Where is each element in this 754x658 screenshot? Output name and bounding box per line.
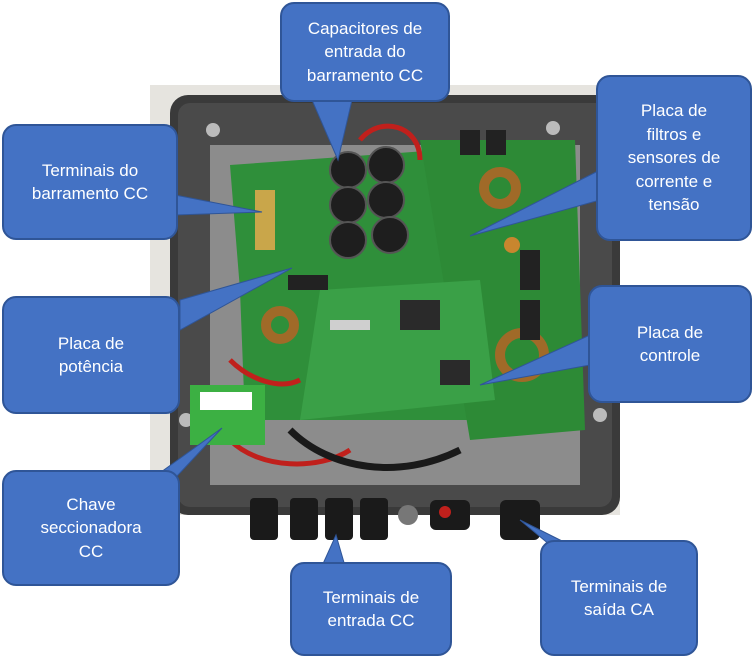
dc-bus-capacitors (329, 146, 409, 259)
callout-capacitores: Capacitores de entrada do barramento CC (280, 2, 450, 102)
screw-icon (179, 413, 193, 427)
callout-placa-filtros: Placa de filtros e sensores de corrente … (596, 75, 752, 241)
screw-icon (593, 408, 607, 422)
screw-icon (546, 121, 560, 135)
dc-input-connectors (250, 498, 388, 540)
callout-terminais-saida: Terminais de saída CA (540, 540, 698, 656)
screw-icon (206, 123, 220, 137)
callout-terminais-barramento: Terminais do barramento CC (2, 124, 178, 240)
control-board (300, 280, 495, 420)
callout-placa-controle: Placa de controle (588, 285, 752, 403)
callout-placa-potencia: Placa de potência (2, 296, 180, 414)
callout-terminais-entrada: Terminais de entrada CC (290, 562, 452, 656)
callout-pointers (149, 99, 601, 567)
callout-chave: Chave seccionadora CC (2, 470, 180, 586)
dc-bus-terminals (255, 190, 275, 250)
